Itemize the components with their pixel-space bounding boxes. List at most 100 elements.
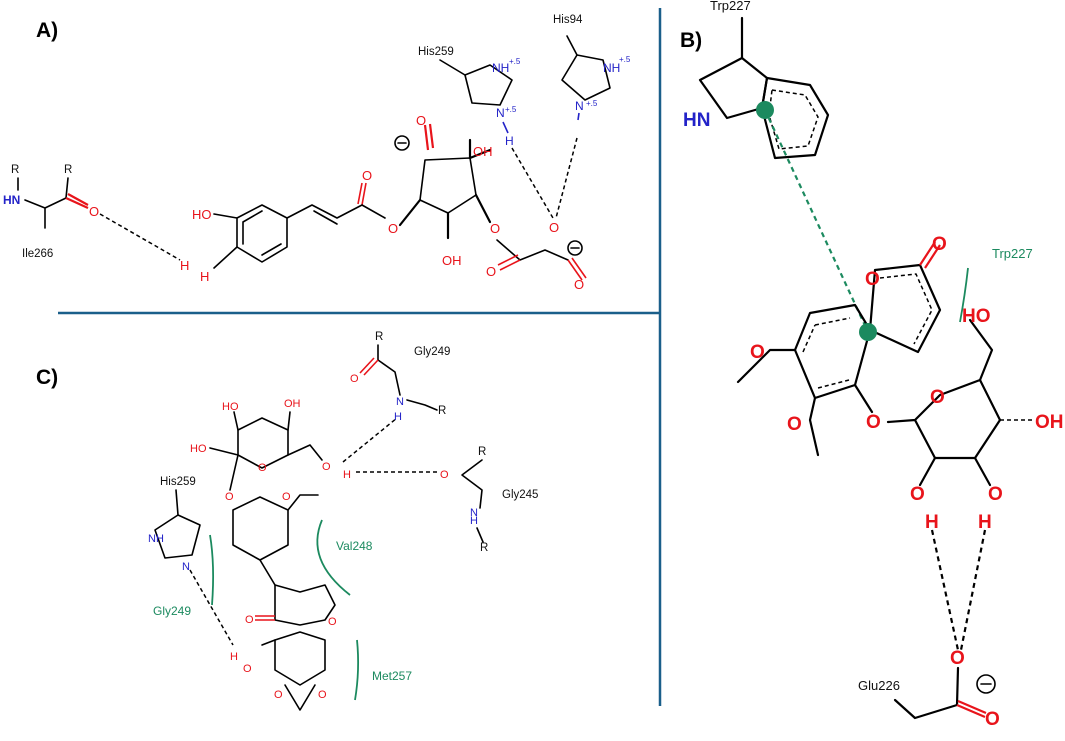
glucose-ring <box>886 378 1002 460</box>
dioxole-o2-label: O <box>318 689 327 701</box>
his259-a-label: His259 <box>418 46 454 58</box>
his94-ring <box>561 54 611 101</box>
trp227-top-label: Trp227 <box>710 0 751 13</box>
malonyl-chain <box>496 239 569 261</box>
panel-b: B) Trp227 HN O O O O O HO OH O O O H H <box>680 0 1064 730</box>
hbond-ile266 <box>99 213 181 261</box>
his259-a-nh-bond <box>502 121 509 134</box>
glucose-ch2oh <box>968 318 994 382</box>
sugar-oh1-label: OH <box>284 398 301 410</box>
his94-nh-label: NH <box>603 61 620 75</box>
his259-a-h-label: H <box>505 134 514 148</box>
chromone-carbonyl-o: O <box>245 614 254 626</box>
sugar-ch2-h-label: H <box>343 469 351 481</box>
malonyl-o3-label: O <box>574 277 584 292</box>
val248-hydrophobic-arc <box>316 519 351 596</box>
pi-centroid-2 <box>859 323 877 341</box>
his259-a-ring <box>464 64 513 106</box>
gly249-backbone <box>377 344 401 396</box>
his94-label: His94 <box>553 14 583 26</box>
gly249-r2-label: R <box>438 405 446 417</box>
gly249-hydrophobic-label: Gly249 <box>153 604 191 618</box>
hbond-his94 <box>555 137 578 219</box>
hbond-gly249-c <box>342 417 398 463</box>
methoxy-o-label-c: O <box>282 491 291 503</box>
his94-stem <box>566 35 578 56</box>
sugar-substituents <box>209 411 323 491</box>
gly245-r-label: R <box>478 446 486 458</box>
hbond-glu226-1 <box>930 529 960 651</box>
ile266-o-label: O <box>89 204 99 219</box>
caffeoyl-ho-label: HO <box>192 207 212 222</box>
quinic-substituents <box>398 138 492 240</box>
his259-c-ring <box>154 514 201 559</box>
quinic-oh2-label: OH <box>442 253 462 268</box>
indole-aromatic <box>768 89 819 150</box>
malonyl-o2-label: O <box>486 264 496 279</box>
panel-c-label: C) <box>36 366 58 389</box>
gly249-n-label: N <box>396 396 404 408</box>
ile266-r2-label: R <box>64 164 72 176</box>
coumarin-carbonyl <box>919 241 941 269</box>
his259-a-n-label: N <box>496 106 505 120</box>
malonyl-o-label: O <box>490 221 500 236</box>
gly245-o-label: O <box>440 469 449 481</box>
phenol-h-label: H <box>230 651 238 663</box>
his259-c-n-label: N <box>182 561 190 573</box>
sugar-ring <box>237 417 289 469</box>
ile266-label: Ile266 <box>22 248 53 260</box>
hbond-his259-a <box>511 147 554 219</box>
his259-c-label: His259 <box>160 476 196 488</box>
glu226-charge-icon <box>976 674 996 694</box>
coumarin-aromatic <box>879 273 933 345</box>
trp227-hydrophobic-arc <box>959 267 969 323</box>
coumarin-benzene-inner <box>802 317 851 389</box>
glucose-oh-stems <box>918 456 992 487</box>
met257-hydrophobic-arc <box>354 639 360 701</box>
ester-o2-label: O <box>388 221 398 236</box>
gly245-r2-label: R <box>480 542 488 554</box>
panel-b-label: B) <box>680 29 702 52</box>
gly249-hydrophobic-arc <box>209 534 215 606</box>
glu226-carbonyl <box>956 699 987 719</box>
gly249-h-label: H <box>394 411 402 423</box>
his259-a-charge2: +.5 <box>505 105 517 114</box>
gly245-h-label: H <box>470 515 478 527</box>
sugar-ho1-label: HO <box>222 401 239 413</box>
gly249-o-label: O <box>350 373 359 385</box>
sugar-ho2-label: HO <box>190 443 207 455</box>
coumarin-o-label: O <box>932 234 947 255</box>
panel-a-label: A) <box>36 19 58 42</box>
caffeoyl-h-label: H <box>180 258 189 273</box>
panel-a: A) R R HN O Ile266 HO H H O O O OH OH O <box>3 14 631 292</box>
gly249-carbonyl <box>359 357 379 376</box>
ile266-r-label: R <box>11 164 19 176</box>
methoxy-o2-label: O <box>787 414 802 435</box>
dioxole-o1-label: O <box>274 689 283 701</box>
carboxylate-o-label: O <box>416 113 426 128</box>
indole-hn-label: HN <box>683 110 710 131</box>
ester-o-label: O <box>362 168 372 183</box>
his259-a-nh-label: NH <box>492 61 509 75</box>
glucose-h2-label: H <box>978 512 992 533</box>
methoxy-o1-label: O <box>750 342 765 363</box>
phenol-o-label: O <box>243 663 252 675</box>
his94-charge2: +.5 <box>586 99 598 108</box>
methoxyphenyl-bonds <box>259 494 319 586</box>
glu226-chain <box>893 666 960 720</box>
val248-label: Val248 <box>336 539 373 553</box>
caffeoyl-ring-inner <box>242 210 282 256</box>
gly249-label: Gly249 <box>414 346 450 358</box>
his94-nh-bond <box>577 112 580 121</box>
hbond-his259-c <box>189 569 234 646</box>
hbond-glu226-2 <box>959 529 987 651</box>
glu226-label: Glu226 <box>858 678 900 693</box>
caffeoyl-oh-bonds <box>213 213 238 269</box>
indole-pyrrole <box>698 56 769 120</box>
ester-carbonyl <box>357 182 367 206</box>
his259-a-stem <box>439 59 466 76</box>
glucose-o4-label: O <box>988 484 1003 505</box>
panel-c: C) HO OH HO O O H O R Gly249 O N H R R O… <box>36 331 538 711</box>
malonyl-charge-icon <box>567 240 583 256</box>
methoxyphenyl-ring <box>232 496 289 561</box>
